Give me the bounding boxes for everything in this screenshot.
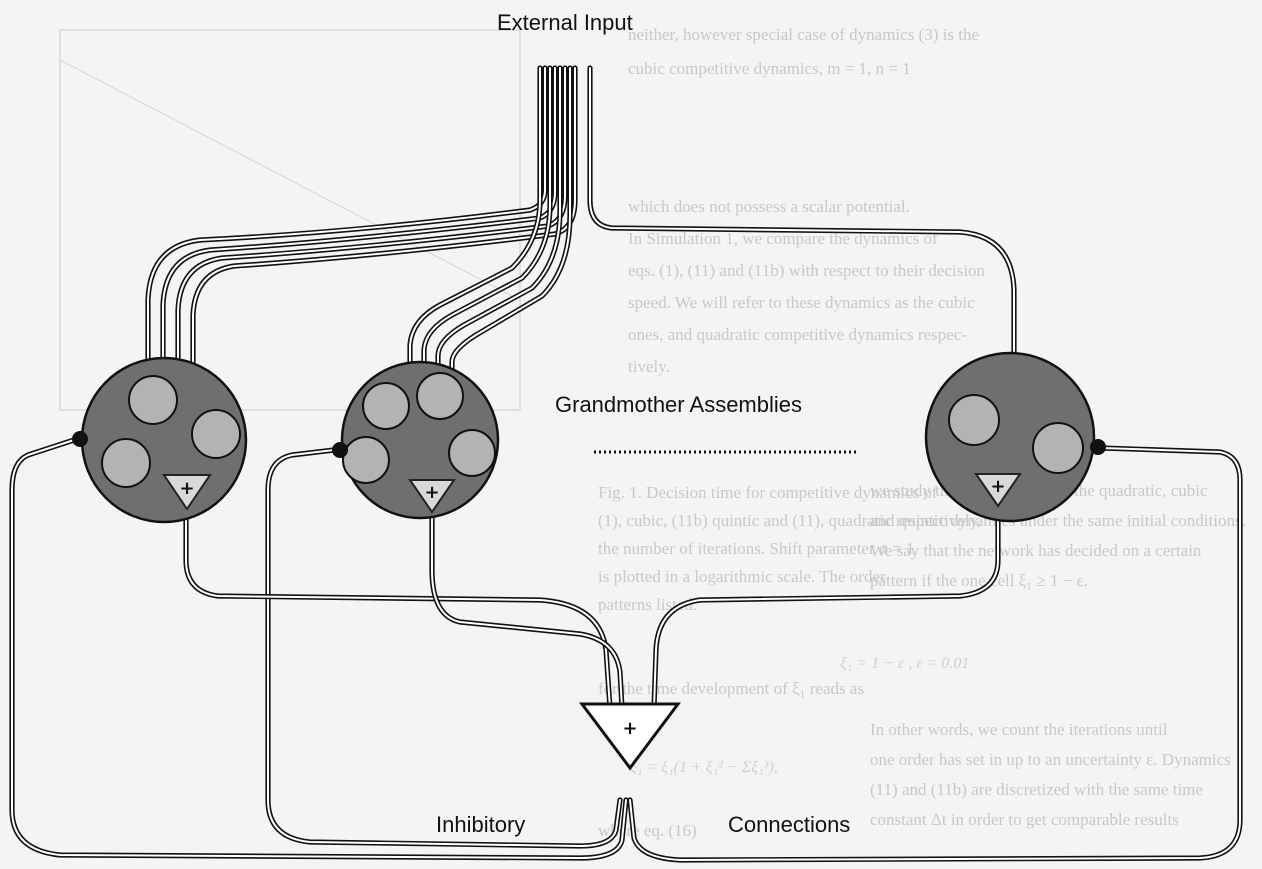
bg-line: neither, however special case of dynamic…	[628, 25, 979, 44]
assembly-neuron	[949, 395, 999, 445]
assembly-output-wire	[432, 510, 622, 708]
bg-line: In other words, we count the iterations …	[870, 720, 1168, 739]
assembly-output-wire	[654, 506, 998, 708]
assembly-to-output-wires	[186, 506, 998, 708]
inhibitory-synapse	[72, 431, 88, 447]
input-wire	[178, 68, 565, 370]
assembly-neuron	[449, 430, 495, 476]
assembly-neuron	[1033, 423, 1083, 473]
inhibitory-label: Inhibitory	[436, 812, 525, 837]
bg-line: constant Δt in order to get comparable r…	[870, 810, 1179, 829]
bg-line: pattern if the one cell ξ₁ ≥ 1 − ε.	[870, 571, 1088, 590]
bg-line: (1), cubic, (11b) quintic and (11), quad…	[598, 511, 981, 530]
bg-line: Fig. 1. Decision time for competitive dy…	[598, 483, 938, 502]
connections-label: Connections	[728, 812, 850, 837]
assembly-neuron	[129, 376, 177, 424]
grandmother-assembly-2: +	[332, 362, 498, 518]
assembly-neuron	[102, 439, 150, 487]
assembly-output-wire	[186, 508, 610, 708]
bg-line: ones, and quadratic competitive dynamics…	[628, 325, 967, 344]
bg-line: which does not possess a scalar potentia…	[628, 197, 910, 216]
excitatory-sign: +	[990, 476, 1005, 497]
bg-line: cubic competitive dynamics, m = 1, n = 1	[628, 59, 911, 78]
inhibitory-synapse	[1090, 439, 1106, 455]
assembly-neuron	[417, 373, 463, 419]
assembly-neuron	[363, 383, 409, 429]
external-input-label: External Input	[497, 10, 633, 35]
bg-line: is plotted in a logarithmic scale. The o…	[598, 567, 886, 586]
bg-line: for the time development of ξ₁ reads as	[598, 679, 864, 698]
bg-line: ξ₁ = ξ₁(1 + ξ₁² − Σξ₁³),	[630, 759, 778, 776]
assembly-neuron	[192, 410, 240, 458]
grandmother-assemblies-label: Grandmother Assemblies	[555, 392, 802, 417]
bg-line: the number of iterations. Shift paramete…	[598, 539, 914, 558]
bg-line: We say that the network has decided on a…	[870, 541, 1202, 560]
bg-line: ξ₁ = 1 − ε , ε = 0.01	[840, 655, 969, 672]
inhibitory-wire	[12, 440, 626, 858]
excitatory-sign: +	[424, 482, 439, 503]
bg-line: one order has set in up to an uncertaint…	[870, 750, 1231, 769]
excitatory-sign: +	[179, 478, 194, 499]
bg-line: (11) and (11b) are discretized with the …	[870, 780, 1203, 799]
grandmother-assembly-1: +	[72, 358, 246, 522]
assembly-neuron	[343, 437, 389, 483]
inhibitory-synapse	[332, 442, 348, 458]
bg-line: tively.	[628, 357, 670, 376]
bg-line: speed. We will refer to these dynamics a…	[628, 293, 975, 312]
inhibitory-unit-sign: +	[622, 718, 637, 739]
bg-line: eqs. (1), (11) and (11b) with respect to…	[628, 261, 986, 280]
